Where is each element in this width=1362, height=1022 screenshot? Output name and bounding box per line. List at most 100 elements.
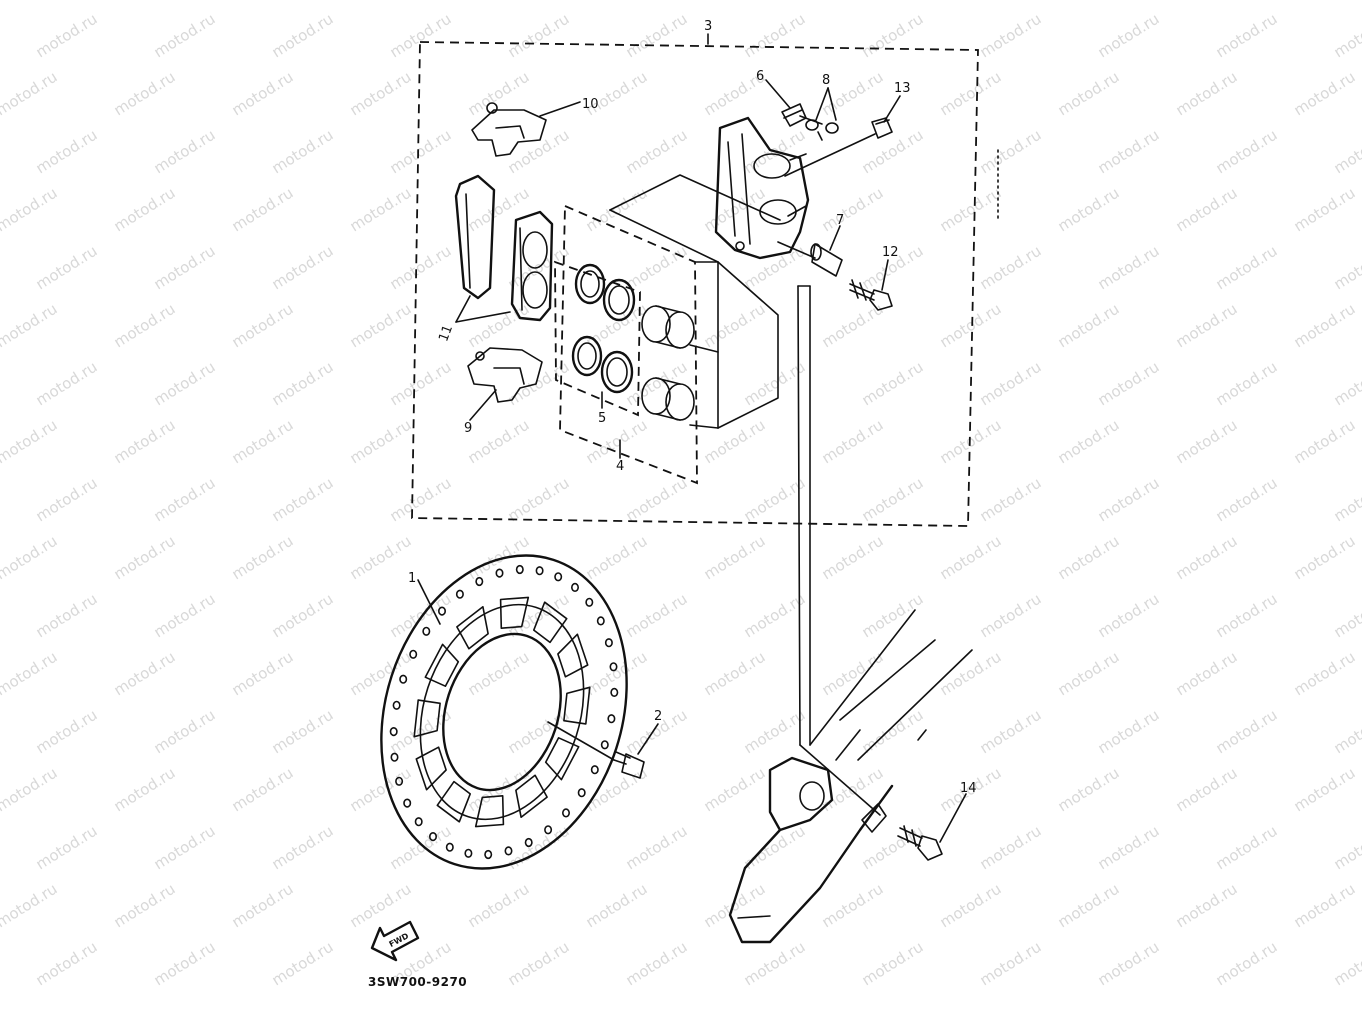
watermark-text: motod.ru	[1173, 648, 1241, 700]
watermark-text: motod.ru	[505, 822, 573, 874]
disc-hole	[389, 726, 398, 737]
watermark-text: motod.ru	[819, 0, 887, 3]
disc-hole	[585, 597, 594, 607]
disc-hole	[399, 674, 408, 684]
watermark-text: motod.ru	[937, 880, 1005, 932]
watermark-text: motod.ru	[0, 68, 60, 120]
watermark-text: motod.ru	[347, 880, 415, 932]
watermark-text: motod.ru	[1173, 880, 1241, 932]
watermark-text: motod.ru	[1173, 0, 1241, 3]
watermark-text: motod.ru	[701, 0, 769, 3]
watermark-text: motod.ru	[1055, 880, 1123, 932]
watermark-text: motod.ru	[623, 474, 691, 526]
callout-3: 3	[704, 19, 712, 34]
watermark-text: motod.ru	[1095, 474, 1163, 526]
bolt-14	[897, 825, 943, 861]
disc-slot	[563, 686, 591, 725]
disc-hole	[535, 566, 544, 576]
callout-7: 7	[836, 213, 844, 228]
watermark-text: motod.ru	[229, 68, 297, 120]
watermark-text: motod.ru	[1055, 0, 1123, 3]
watermark-text: motod.ru	[1291, 880, 1359, 932]
watermark-text: motod.ru	[1213, 590, 1281, 642]
watermark-text: motod.ru	[1213, 706, 1281, 758]
watermark-text: motod.ru	[1055, 184, 1123, 236]
watermark-text: motod.ru	[151, 10, 219, 62]
watermark-text: motod.ru	[505, 474, 573, 526]
disc-slot	[424, 643, 460, 687]
disc-hole	[561, 808, 570, 818]
watermark-text: motod.ru	[859, 822, 927, 874]
watermark-text: motod.ru	[465, 416, 533, 468]
watermark-text: motod.ru	[741, 822, 809, 874]
watermark-text: motod.ru	[623, 10, 691, 62]
callout-labels: 3 10 6 8 13 7 12 11 9 5 4 1 2 14	[408, 19, 977, 796]
fwd-arrow-icon: FWD	[370, 920, 420, 962]
piston-seals	[571, 263, 636, 394]
watermark-text: motod.ru	[0, 648, 60, 700]
assembly-guide-line	[797, 285, 811, 746]
bolt-12	[849, 279, 893, 311]
disc-slots	[413, 596, 591, 828]
watermark-text: motod.ru	[269, 938, 337, 990]
disc-hole	[475, 576, 484, 587]
watermark-text: motod.ru	[465, 532, 533, 584]
brake-disc-1	[380, 554, 628, 870]
watermark-text: motod.ru	[111, 68, 179, 120]
watermark-text: motod.ru	[1213, 126, 1281, 178]
watermark-text: motod.ru	[859, 126, 927, 178]
watermark-text: motod.ru	[1291, 184, 1359, 236]
watermark-text: motod.ru	[269, 358, 337, 410]
watermark-text: motod.ru	[1055, 416, 1123, 468]
watermark-text: motod.ru	[111, 648, 179, 700]
front-fork	[728, 609, 973, 944]
watermark-text: motod.ru	[111, 416, 179, 468]
watermark-text: motod.ru	[33, 822, 101, 874]
watermark-text: motod.ru	[229, 532, 297, 584]
disc-hole	[609, 662, 618, 672]
disc-hole	[577, 788, 586, 798]
watermark-text: motod.ru	[977, 242, 1045, 294]
watermark-text: motod.ru	[583, 764, 651, 816]
watermark-text: motod.ru	[151, 358, 219, 410]
disc-hole	[390, 752, 399, 762]
drawing-code: 3SW700-9270	[368, 975, 467, 989]
watermark-text: motod.ru	[1173, 416, 1241, 468]
watermark-text: motod.ru	[505, 126, 573, 178]
caliper-housing	[714, 116, 876, 260]
watermark-text: motod.ru	[623, 822, 691, 874]
watermark-text: motod.ru	[1055, 648, 1123, 700]
watermark-text: motod.ru	[347, 764, 415, 816]
watermark-text: motod.ru	[977, 126, 1045, 178]
watermark-text: motod.ru	[1095, 706, 1163, 758]
watermark-text: motod.ru	[1173, 184, 1241, 236]
watermark-text: motod.ru	[819, 416, 887, 468]
disc-hole	[604, 638, 613, 648]
watermark-text: motod.ru	[859, 938, 927, 990]
watermark-text: motod.ru	[347, 300, 415, 352]
watermark-text: motod.ru	[1331, 938, 1362, 990]
watermark-text: motod.ru	[1213, 242, 1281, 294]
watermark-text: motod.ru	[465, 648, 533, 700]
callout-10: 10	[582, 97, 599, 112]
watermark-text: motod.ru	[505, 10, 573, 62]
disc-slot	[415, 746, 447, 791]
watermark-text: motod.ru	[977, 938, 1045, 990]
watermark-text: motod.ru	[1173, 764, 1241, 816]
watermark-text: motod.ru	[623, 126, 691, 178]
watermark-text: motod.ru	[1331, 126, 1362, 178]
watermark-text: motod.ru	[1291, 648, 1359, 700]
watermark-text: motod.ru	[387, 590, 455, 642]
watermark-text: motod.ru	[269, 706, 337, 758]
disc-hole	[544, 825, 553, 835]
disc-hole	[524, 837, 533, 848]
watermark-text: motod.ru	[583, 648, 651, 700]
watermark-text: motod.ru	[937, 184, 1005, 236]
watermark-text: motod.ru	[1095, 126, 1163, 178]
watermark-text: motod.ru	[1055, 532, 1123, 584]
disc-hole	[554, 572, 563, 582]
callout-4: 4	[616, 459, 624, 474]
watermark-text: motod.ru	[269, 590, 337, 642]
watermark-text: motod.ru	[819, 184, 887, 236]
